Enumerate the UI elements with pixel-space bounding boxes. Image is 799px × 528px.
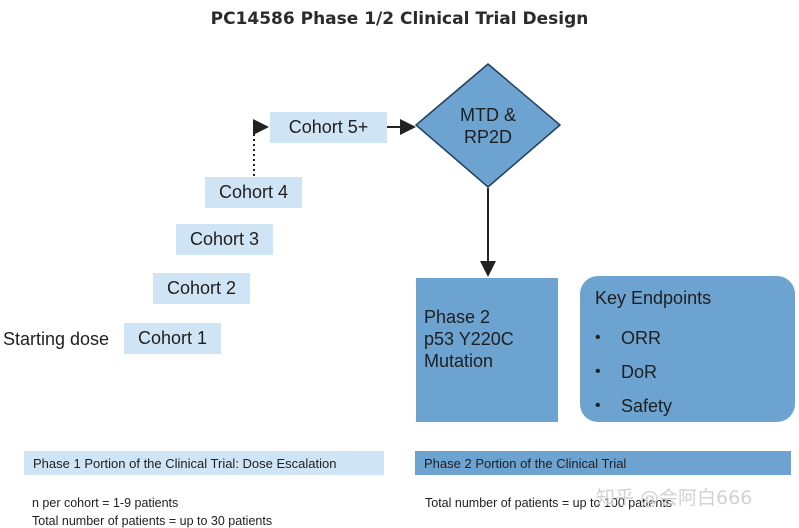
- list-item: • Safety: [595, 389, 795, 423]
- bullet-icon: •: [595, 363, 601, 380]
- cohort-5-box: Cohort 5+: [270, 112, 387, 143]
- watermark: 知乎 @会阿白666: [596, 487, 753, 509]
- bullet-icon: •: [595, 397, 601, 414]
- phase1-total-note: Total number of patients = up to 30 pati…: [32, 514, 273, 528]
- endpoint-orr: ORR: [621, 327, 661, 348]
- key-endpoints-box: Key Endpoints • ORR • DoR • Safety: [580, 276, 795, 422]
- decision-label: MTD & RP2D: [428, 104, 548, 148]
- cohort-2-box: Cohort 2: [153, 273, 250, 304]
- page-title: PC14586 Phase 1/2 Clinical Trial Design: [210, 9, 589, 29]
- list-item: • DoR: [595, 355, 795, 389]
- dotted-escalation-arrow: [253, 119, 269, 176]
- phase2-line-2: p53 Y220C: [424, 329, 514, 349]
- cohort-1-box: Cohort 1: [124, 323, 221, 354]
- decision-line-1: MTD &: [460, 105, 516, 125]
- phase2-total-note: Total number of patients = up to 100 pat…: [425, 496, 673, 510]
- cohort-4-box: Cohort 4: [205, 177, 302, 208]
- bullet-icon: •: [595, 329, 601, 346]
- list-item: • ORR: [595, 321, 795, 355]
- phase2-box: Phase 2 p53 Y220C Mutation: [416, 278, 558, 422]
- phase2-band: Phase 2 Portion of the Clinical Trial: [415, 451, 791, 475]
- starting-dose-label: Starting dose: [3, 329, 110, 349]
- key-endpoints-title: Key Endpoints: [595, 288, 712, 308]
- decision-diamond: [414, 63, 562, 188]
- phase1-per-cohort-note: n per cohort = 1-9 patients: [32, 496, 179, 510]
- endpoint-safety: Safety: [621, 395, 673, 416]
- phase1-band: Phase 1 Portion of the Clinical Trial: D…: [24, 451, 384, 475]
- cohort-3-box: Cohort 3: [176, 224, 273, 255]
- endpoint-dor: DoR: [621, 361, 658, 382]
- endpoints-list: • ORR • DoR • Safety: [595, 321, 795, 423]
- decision-line-2: RP2D: [463, 127, 512, 147]
- phase2-line-1: Phase 2: [424, 307, 491, 327]
- phase2-line-3: Mutation: [424, 351, 494, 371]
